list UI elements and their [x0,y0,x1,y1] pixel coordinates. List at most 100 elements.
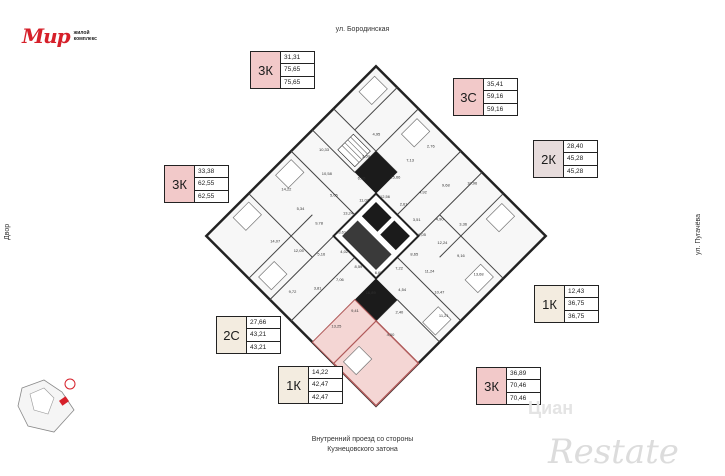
room-area-label: 4,02 [340,249,349,254]
room-area-label: 10,96 [467,181,478,186]
room-area-label: 10,33 [319,147,330,152]
elevator-shaft-2 [380,220,410,251]
apartment-area: 43,21 [247,329,280,342]
room-area-label: 12,05 [294,248,305,253]
compass-icon [64,378,76,390]
room-area-label: 3,36 [459,221,468,226]
apartment-area: 43,21 [250,343,267,351]
apartment-area: 31,31 [281,52,314,65]
staircase [337,133,371,168]
room-area-label: 7,13 [406,158,415,163]
room-area-label: 3,59 [362,153,371,158]
apartment-area: 70,46 [507,380,540,393]
apartment-area: 75,65 [284,78,301,86]
room-area-label: 14,22 [281,187,292,192]
apartment-area: 36,75 [568,312,585,320]
room-area-label: 13,68 [474,271,485,276]
apartment-area: 36,75 [565,298,598,311]
logo-mark: Мир [22,24,71,48]
highlighted-apartment-room [311,298,377,364]
apartment-area: 12,43 [565,286,598,299]
room-area-label: 4,92 [419,190,428,195]
room-area-label: 5,16 [317,251,326,256]
apartment-type: 2К [534,141,564,177]
apartment-type: 3С [454,79,484,115]
room-area-label: 6,65 [375,270,384,275]
apartment-area: 62,55 [198,192,215,200]
watermark-brand: Restate [548,432,679,472]
room-area-label: 10,47 [434,289,445,294]
room-area-label: 4,90 [436,216,445,221]
apartment-area: 36,89 [507,368,540,381]
apartment-type: 3К [477,368,507,404]
room-area-label: 10,58 [322,171,333,176]
room-area-label: 12,24 [437,240,448,245]
street-top-label: ул. Бородинская [335,26,390,33]
apartment-area: 59,16 [487,105,504,113]
apartment-area: 42,47 [309,379,342,392]
room-area-label: 3,81 [314,286,323,291]
furniture [232,75,516,376]
apartment-area: 45,28 [567,167,584,175]
apartment-type: 3К [251,52,281,88]
apartment-area: 33,38 [195,166,228,179]
room-area-label: 9,68 [442,183,451,188]
apartment-area: 27,66 [247,317,280,330]
room-area-label: 7,22 [395,265,404,270]
room-area-label: 9,41 [351,308,360,313]
room-area-label: 13,24 [343,211,354,216]
street-bottom-label: Внутренний проезд со стороны Кузнецовско… [311,436,414,453]
room-area-label: 13,25 [331,323,342,328]
room-area-labels: 10,0512,249,1613,688,6511,2410,4711,217,… [270,131,484,337]
site-minimap [17,378,76,433]
room-area-label: 14,07 [270,239,281,244]
room-area-label: 10,05 [416,232,427,237]
elevator-shaft-1 [361,202,392,232]
room-area-label: 2,61 [400,201,409,206]
apartment-type: 3К [165,166,195,202]
room-area-label: 4,00 [387,332,396,337]
apartment-type: 2С [217,317,247,353]
stair-core [342,220,392,270]
room-area-label: 16,89 [366,290,377,295]
brand-logo: Мир жилой комплекс [22,24,97,48]
room-area-label: 4,95 [373,131,382,136]
room-area-label: 6,10 [358,176,367,181]
room-area-label: 5,34 [297,206,306,211]
room-area-label: 11,03 [359,198,369,203]
apartment-type: 1К [535,286,565,322]
room-area-label: 4,54 [398,287,407,292]
apartment-area: 28,40 [564,141,597,154]
room-area-label: 15,66 [390,175,401,180]
room-area-label: 9,72 [289,289,298,294]
logo-text: жилой комплекс [73,30,97,42]
room-area-label: 9,16 [457,253,466,258]
core-outline [332,192,420,280]
room-area-label: 3,51 [413,217,422,222]
apartment-area: 14,22 [309,367,342,380]
room-area-label: 9,78 [315,220,324,225]
apartment-type: 1К [279,367,309,403]
room-area-label: 7,06 [336,277,345,282]
apartment-area: 35,41 [484,79,517,92]
apartment-area: 45,28 [564,153,597,166]
apartment-area: 59,16 [484,91,517,104]
room-area-label: 13,61 [336,230,347,235]
shaft-left [354,151,398,194]
room-area-label: 8,59 [355,264,364,269]
apartment-area: 75,65 [281,64,314,77]
room-area-label: 11,21 [439,313,449,318]
current-building-marker [59,396,69,406]
room-area-label: 5,05 [330,193,339,198]
apartment-area: 70,46 [510,394,527,402]
room-area-label: 2,76 [427,144,436,149]
